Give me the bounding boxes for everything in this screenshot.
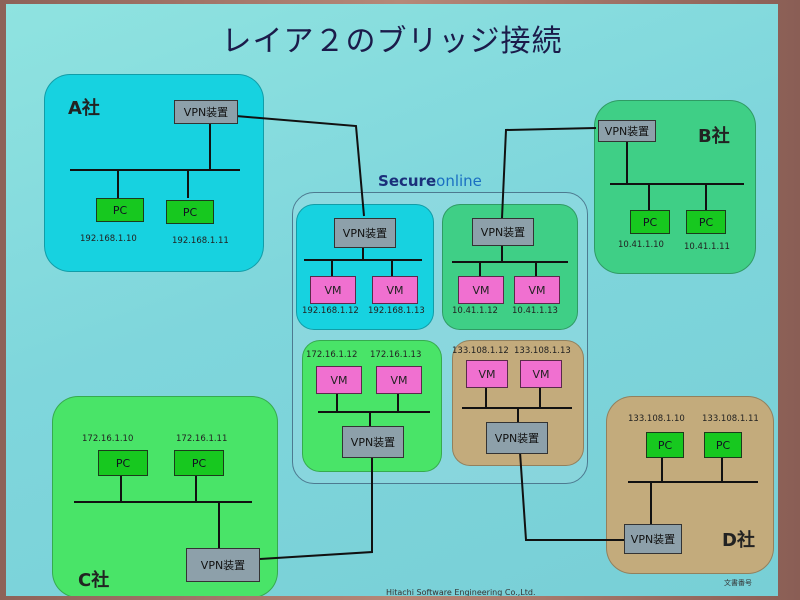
cloud-node-c-vm-2-ip: 172.16.1.13 [370, 350, 422, 360]
cloud-node-d-vpn-device: VPN装置 [486, 422, 548, 454]
company-a-vpn-device: VPN装置 [174, 100, 238, 124]
cloud-node-b-vm-2: VM [514, 276, 560, 304]
cloud-node-c-vpn-device: VPN装置 [342, 426, 404, 458]
cloud-node-c-vm-1: VM [316, 366, 362, 394]
logo-word1: ecure [388, 172, 437, 190]
company-d-vpn-device: VPN装置 [624, 524, 682, 554]
company-b-vpn-device: VPN装置 [598, 120, 656, 142]
cloud-node-b-vm-1-ip: 10.41.1.12 [452, 306, 498, 316]
company-c-label: C社 [78, 570, 110, 591]
cloud-node-d-vm-1: VM [466, 360, 508, 388]
company-d-pc-1-ip: 133.108.1.10 [628, 414, 685, 424]
cloud-node-b-vm-1: VM [458, 276, 504, 304]
company-a-pc-2-ip: 192.168.1.11 [172, 236, 229, 246]
cloud-node-a-vm-2: VM [372, 276, 418, 304]
cloud-node-c-vm-2: VM [376, 366, 422, 394]
cloud-node-b-vm-2-ip: 10.41.1.13 [512, 306, 558, 316]
company-c-pc-1-ip: 172.16.1.10 [82, 434, 134, 444]
company-a-pc-2: PC [166, 200, 214, 224]
slide-title: レイア２のブリッジ接続 [221, 24, 563, 59]
company-b-pc-2: PC [686, 210, 726, 234]
company-a-label: A社 [68, 98, 100, 119]
cloud-node-a-vm-2-ip: 192.168.1.13 [368, 306, 425, 316]
network-wires [70, 115, 758, 560]
logo-initial: S [378, 172, 389, 190]
document-number-label: 文書番号 [724, 579, 752, 587]
cloud-node-d-vm-1-ip: 133.108.1.12 [452, 346, 509, 356]
company-b-box [594, 100, 756, 274]
company-d-label: D社 [722, 530, 755, 551]
company-b-pc-2-ip: 10.41.1.11 [684, 242, 730, 252]
cloud-node-d-vm-2: VM [520, 360, 562, 388]
company-d-pc-2: PC [704, 432, 742, 458]
company-c-pc-2-ip: 172.16.1.11 [176, 434, 228, 444]
cloud-node-a-vpn-device: VPN装置 [334, 218, 396, 248]
company-b-pc-1-ip: 10.41.1.10 [618, 240, 664, 250]
cloud-node-c-vm-1-ip: 172.16.1.12 [306, 350, 358, 360]
company-d-pc-2-ip: 133.108.1.11 [702, 414, 759, 424]
logo-word2: online [436, 172, 482, 190]
company-c-vpn-device: VPN装置 [186, 548, 260, 582]
company-b-label: B社 [698, 126, 730, 147]
company-a-pc-1: PC [96, 198, 144, 222]
company-c-pc-1: PC [98, 450, 148, 476]
cloud-node-b-vpn-device: VPN装置 [472, 218, 534, 246]
slide: レイア２のブリッジ接続 Secureonline [6, 4, 778, 596]
company-b-pc-1: PC [630, 210, 670, 234]
company-d-pc-1: PC [646, 432, 684, 458]
secure-online-logo: Secureonline [378, 172, 482, 190]
company-a-pc-1-ip: 192.168.1.10 [80, 234, 137, 244]
cloud-node-a-vm-1-ip: 192.168.1.12 [302, 306, 359, 316]
cloud-node-a-vm-1: VM [310, 276, 356, 304]
cloud-node-d-vm-2-ip: 133.108.1.13 [514, 346, 571, 356]
company-c-pc-2: PC [174, 450, 224, 476]
footer-copyright: Hitachi Software Engineering Co.,Ltd. [386, 588, 536, 596]
